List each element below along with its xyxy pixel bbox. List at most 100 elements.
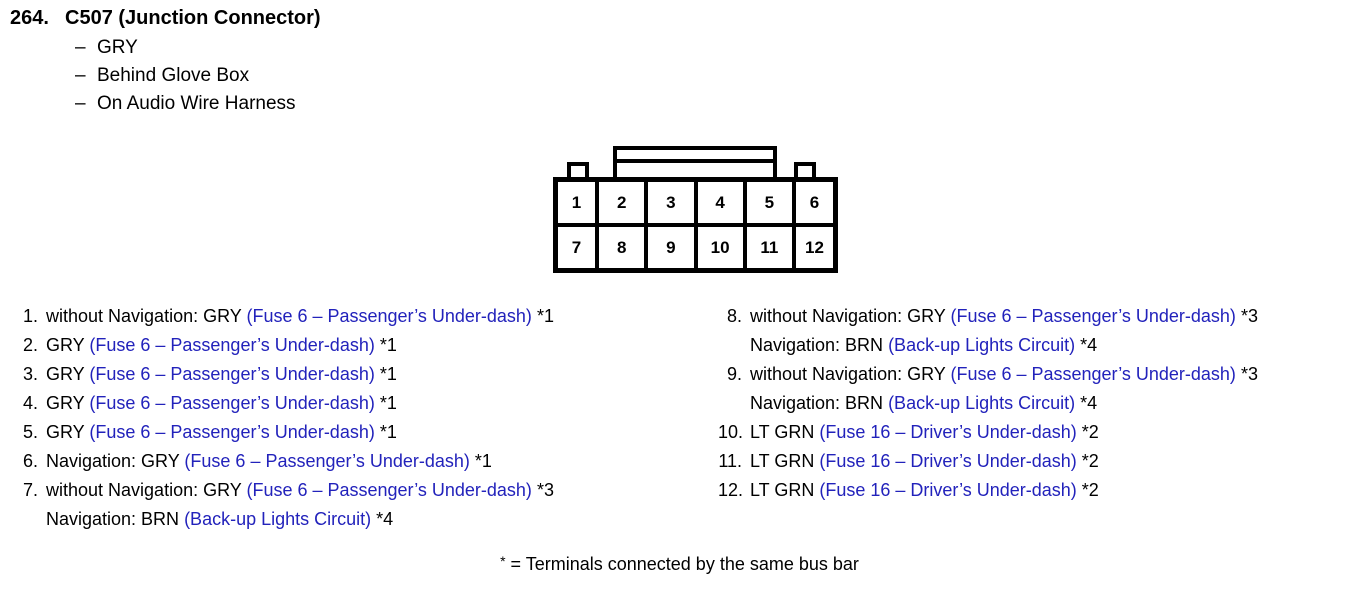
terminal-description: LT GRN (Fuse 16 – Driver’s Under-dash) *… (750, 418, 1099, 447)
connector-attribute-label: On Audio Wire Harness (97, 93, 296, 114)
terminal-description-line: Navigation: BRN (Back-up Lights Circuit)… (750, 331, 1258, 360)
terminal-description-line: without Navigation: GRY (Fuse 6 – Passen… (750, 360, 1258, 389)
connector-terminal-grid: 1 2 3 4 5 6 7 8 9 10 11 12 (553, 177, 838, 273)
wire-color-text: GRY (46, 364, 90, 384)
terminal-description: LT GRN (Fuse 16 – Driver’s Under-dash) *… (750, 476, 1099, 505)
terminal-cell-10: 10 (698, 227, 747, 268)
terminal-cell-5: 5 (747, 182, 796, 223)
terminal-item: 11. LT GRN (Fuse 16 – Driver’s Under-dash… (718, 447, 1348, 476)
connector-diagram: 1 2 3 4 5 6 7 8 9 10 11 12 (545, 140, 850, 285)
terminal-cell-3: 3 (648, 182, 698, 223)
wire-color-text: without Navigation: GRY (750, 306, 951, 326)
terminal-item: 3.GRY (Fuse 6 – Passenger’s Under-dash) … (14, 360, 674, 389)
circuit-reference: (Fuse 6 – Passenger’s Under-dash) (184, 451, 470, 471)
terminal-cell-4: 4 (698, 182, 747, 223)
connector-attribute-location: –Behind Glove Box (75, 62, 910, 90)
dash-icon: – (75, 93, 86, 114)
wire-color-text: without Navigation: GRY (46, 306, 247, 326)
wire-color-text: Navigation: BRN (750, 335, 889, 355)
terminal-description-line: LT GRN (Fuse 16 – Driver’s Under-dash) *… (750, 447, 1099, 476)
wire-color-text: GRY (46, 335, 90, 355)
wire-color-text: LT GRN (750, 480, 820, 500)
circuit-reference: (Fuse 6 – Passenger’s Under-dash) (246, 480, 532, 500)
connector-attribute-label: GRY (97, 37, 138, 58)
connector-row-top: 1 2 3 4 5 6 (558, 182, 833, 227)
connector-notch-left (567, 162, 589, 180)
terminal-cell-1: 1 (558, 182, 600, 223)
bus-bar-marker: *1 (469, 451, 492, 471)
terminal-item: 1.without Navigation: GRY (Fuse 6 – Pass… (14, 302, 674, 331)
terminal-description: GRY (Fuse 6 – Passenger’s Under-dash) *1 (46, 331, 397, 360)
wire-color-text: without Navigation: GRY (46, 480, 247, 500)
terminal-number: 2. (22, 335, 38, 355)
circuit-reference: (Fuse 16 – Driver’s Under-dash) (819, 480, 1077, 500)
circuit-reference: (Back-up Lights Circuit) (184, 509, 372, 529)
page-title: 264. C507 (Junction Connector) (10, 5, 910, 31)
terminal-number: 5. (22, 422, 38, 442)
circuit-reference: (Fuse 6 – Passenger’s Under-dash) (246, 306, 532, 326)
terminal-number: 8. (726, 306, 742, 326)
wire-color-text: Navigation: BRN (46, 509, 185, 529)
terminal-cell-11: 11 (747, 227, 796, 268)
bus-bar-marker: *3 (1235, 306, 1258, 326)
wire-color-text: LT GRN (750, 422, 820, 442)
terminal-number: 11. (718, 451, 742, 471)
connector-attributes: –GRY –Behind Glove Box –On Audio Wire Ha… (10, 34, 910, 118)
terminal-description-line: GRY (Fuse 6 – Passenger’s Under-dash) *1 (46, 418, 397, 447)
connector-index-number: 264. (10, 7, 49, 29)
bus-bar-marker: *2 (1076, 480, 1099, 500)
footnote-text: = Terminals connected by the same bus ba… (505, 554, 859, 574)
terminal-cell-6: 6 (809, 192, 820, 212)
wire-color-text: GRY (46, 422, 90, 442)
bus-bar-marker: *4 (1075, 335, 1098, 355)
terminal-item: 2. GRY (Fuse 6 – Passenger’s Under-dash) … (14, 331, 674, 360)
terminal-number: 10. (718, 422, 744, 442)
bus-bar-marker: *1 (374, 393, 397, 413)
terminal-description-line: Navigation: BRN (Back-up Lights Circuit)… (750, 389, 1258, 418)
terminal-item: 5. GRY (Fuse 6 – Passenger’s Under-dash) … (14, 418, 674, 447)
terminal-item: 12. LT GRN (Fuse 16 – Driver’s Under-dash… (718, 476, 1348, 505)
terminal-item: 8. without Navigation: GRY (Fuse 6 – Pass… (718, 302, 1348, 360)
connector-name: C507 (Junction Connector) (65, 7, 321, 29)
terminal-description-line: Navigation: GRY (Fuse 6 – Passenger’s Un… (46, 447, 492, 476)
terminal-description-line: without Navigation: GRY (Fuse 6 – Passen… (46, 302, 554, 331)
terminal-description-line: LT GRN (Fuse 16 – Driver’s Under-dash) *… (750, 418, 1099, 447)
terminal-description-line: Navigation: BRN (Back-up Lights Circuit)… (46, 505, 554, 534)
terminal-description: GRY (Fuse 6 – Passenger’s Under-dash) *1 (46, 418, 397, 447)
bus-bar-marker: *1 (374, 364, 397, 384)
connector-notch-right (794, 162, 816, 180)
terminal-cell-8: 8 (599, 227, 649, 268)
terminal-item: 10. LT GRN (Fuse 16 – Driver’s Under-dash… (718, 418, 1348, 447)
bus-bar-marker: *1 (531, 306, 554, 326)
terminal-cell-12: 12 (805, 237, 824, 257)
connector-tab-inner-line (617, 159, 773, 163)
circuit-reference: (Fuse 16 – Driver’s Under-dash) (819, 451, 1077, 471)
connector-attribute-harness: –On Audio Wire Harness (75, 90, 910, 118)
footnote: * = Terminals connected by the same bus … (0, 548, 1359, 577)
connector-header: 264.C507 (Junction Connector) –GRY –Behi… (10, 5, 910, 118)
terminal-number: 12. (718, 480, 744, 500)
wire-color-text: Navigation: GRY (46, 451, 185, 471)
dash-icon: – (75, 37, 86, 58)
wire-color-text: Navigation: BRN (750, 393, 889, 413)
circuit-reference: (Fuse 6 – Passenger’s Under-dash) (89, 364, 375, 384)
terminal-description: without Navigation: GRY (Fuse 6 – Passen… (750, 302, 1258, 360)
terminal-description: GRY (Fuse 6 – Passenger’s Under-dash) *1 (46, 389, 397, 418)
terminal-cell-7: 7 (558, 227, 600, 268)
terminal-description-line: without Navigation: GRY (Fuse 6 – Passen… (750, 302, 1258, 331)
connector-locking-tab (613, 146, 777, 180)
terminal-cell-2: 2 (599, 182, 649, 223)
circuit-reference: (Fuse 6 – Passenger’s Under-dash) (89, 393, 375, 413)
circuit-reference: (Back-up Lights Circuit) (888, 335, 1076, 355)
terminal-list-right: 8. without Navigation: GRY (Fuse 6 – Pass… (718, 302, 1348, 505)
bus-bar-marker: *1 (374, 422, 397, 442)
terminal-number: 4. (22, 393, 38, 413)
terminal-description: without Navigation: GRY (Fuse 6 – Passen… (750, 360, 1258, 418)
bus-bar-marker: *3 (1235, 364, 1258, 384)
terminal-description: LT GRN (Fuse 16 – Driver’s Under-dash) *… (750, 447, 1099, 476)
terminal-cell-9: 9 (648, 227, 698, 268)
bus-bar-marker: *2 (1076, 451, 1099, 471)
dash-icon: – (75, 65, 86, 86)
terminal-item: 7.without Navigation: GRY (Fuse 6 – Pass… (14, 476, 674, 534)
circuit-reference: (Fuse 6 – Passenger’s Under-dash) (89, 335, 375, 355)
